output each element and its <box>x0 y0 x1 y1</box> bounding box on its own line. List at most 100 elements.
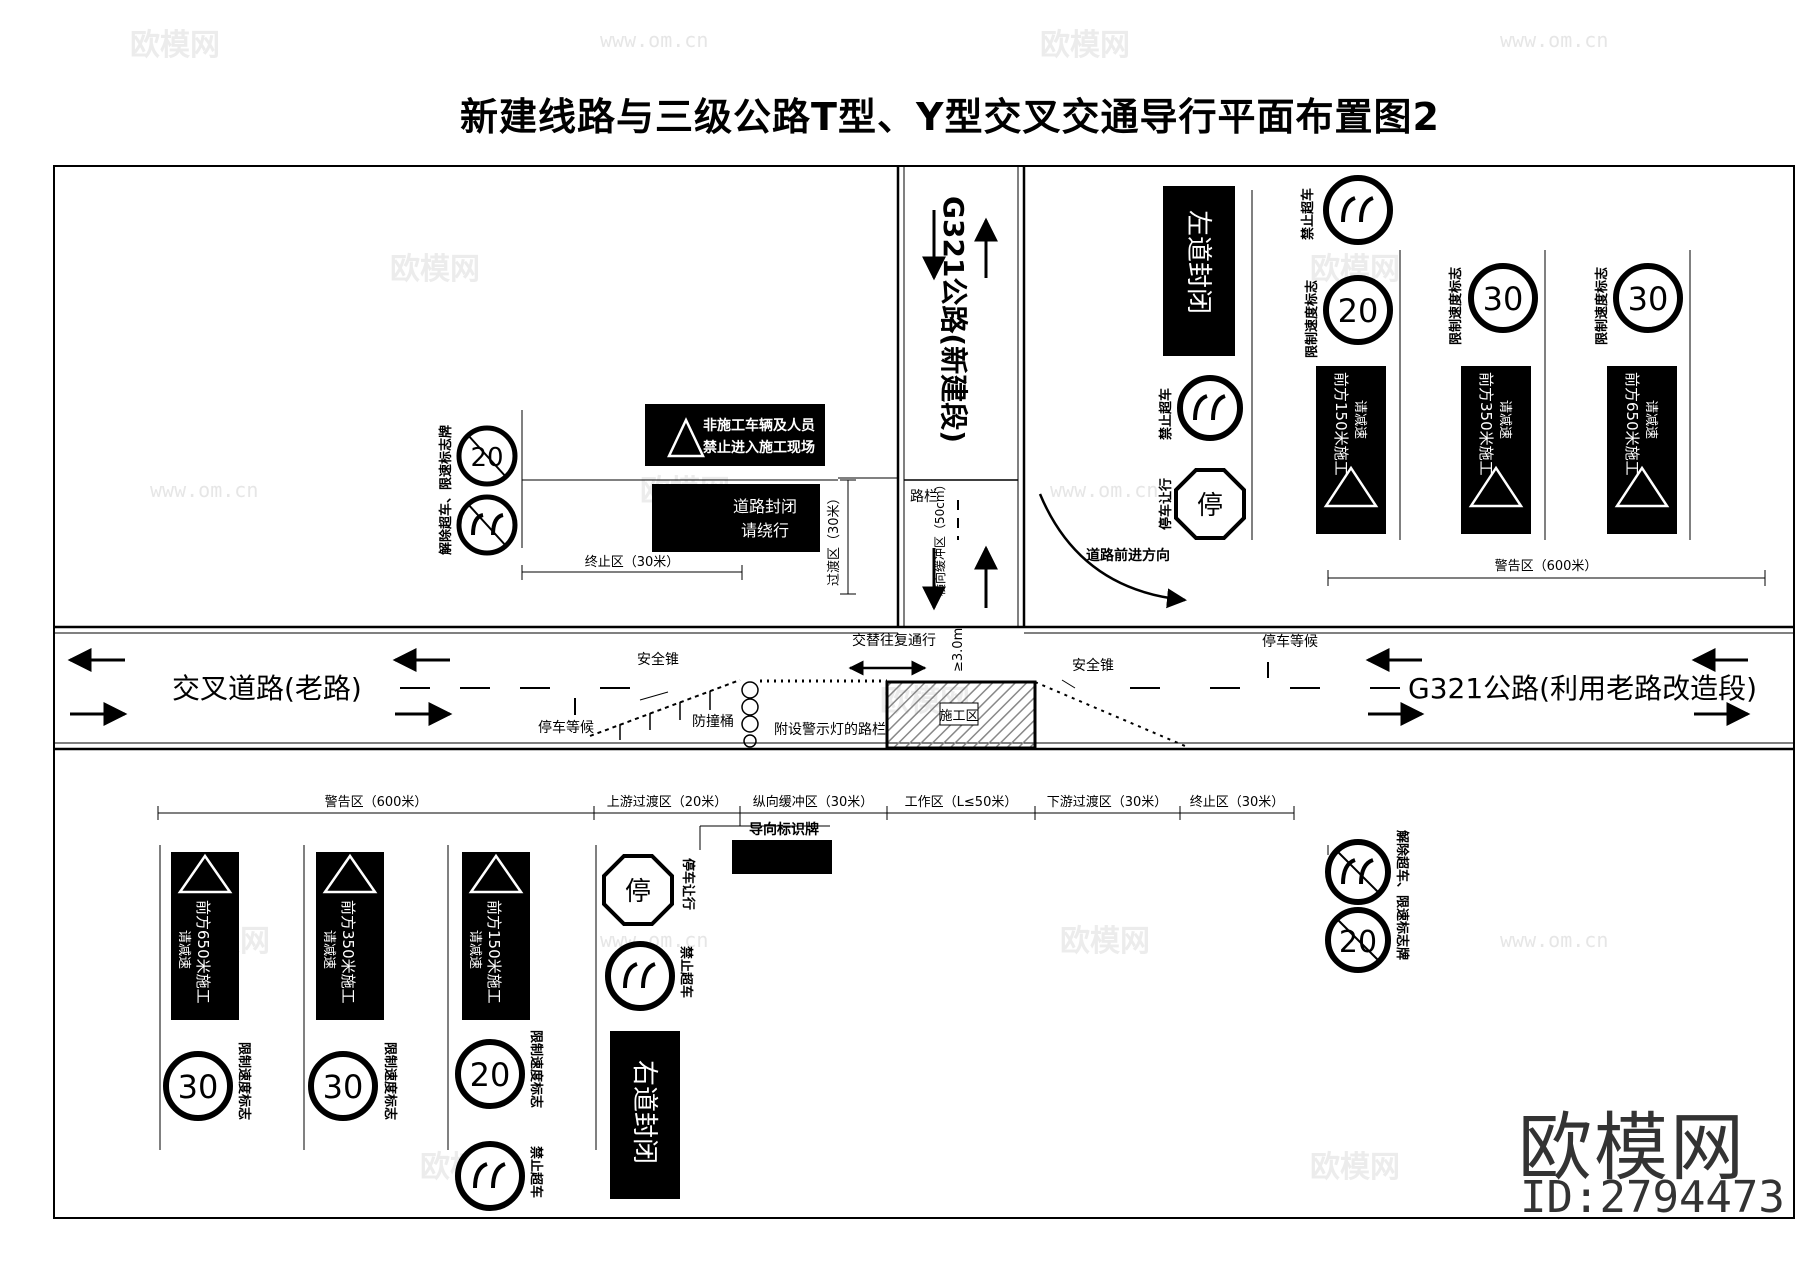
no-overtake-label: 禁止超车 <box>678 946 694 998</box>
watermark-brand: 欧模网 <box>1310 1150 1400 1185</box>
cone-taper-upstream <box>589 679 741 737</box>
top-dimension-lines <box>521 477 1766 595</box>
ahead-150-text: 前方150米施工 <box>485 900 503 1004</box>
speed-limit-label: 限制速度标志 <box>382 1042 398 1120</box>
slow-text: 请减速 <box>321 930 336 969</box>
brand-logo: 欧模网 <box>1518 1105 1746 1191</box>
ahead-350-text: 前方350米施工 <box>1477 372 1495 476</box>
ahead-650-sign <box>171 852 239 1020</box>
speed-limit-icon <box>308 1051 378 1121</box>
alternate-flow-label: 交替往复通行 <box>852 632 936 649</box>
speed-limit-icon <box>1468 263 1538 333</box>
top-termination-label: 终止区（30米） <box>585 554 680 570</box>
zone-long-buffer-label: 纵向缓冲区（30米） <box>753 794 874 810</box>
direction-arrow <box>1038 493 1187 609</box>
ahead-650-text: 前方650米施工 <box>1623 372 1641 476</box>
ahead-350-text: 前方350米施工 <box>339 900 357 1004</box>
speed-20-value: 20 <box>470 1056 511 1094</box>
speed-limit-label: 限制速度标志 <box>236 1042 252 1120</box>
zone-warning-label: 警告区（600米） <box>325 794 428 810</box>
watermark-brand: 欧模网 <box>1060 924 1150 959</box>
barrier-lights-label: 附设警示灯的路栏 <box>774 722 886 738</box>
no-overtake-label: 禁止超车 <box>528 1146 544 1198</box>
ahead-150-sign <box>462 852 530 1020</box>
watermark-url: www.om.cn <box>1050 478 1159 502</box>
road-closed-line1: 道路封闭 <box>733 497 797 516</box>
slow-text: 请减速 <box>1497 400 1512 439</box>
traffic-arrows <box>67 210 1751 726</box>
no-overtake-label: 禁止超车 <box>1300 188 1316 240</box>
lift-sign-label: 解除超车、限速标志牌 <box>438 425 454 556</box>
bottom-dimension-line <box>157 806 1295 820</box>
no-entry-line1: 非施工车辆及人员 <box>703 417 815 434</box>
stop-sign-char: 停 <box>625 877 651 907</box>
width-label: ≥3.0m <box>951 628 966 672</box>
speed-30-value: 30 <box>1483 280 1524 318</box>
no-overtake-icon <box>1177 375 1243 441</box>
watermark-url: www.om.cn <box>600 28 709 52</box>
lateral-buffer-label: 横向缓冲区（50cm） <box>932 478 947 596</box>
speed-limit-icon <box>1323 275 1393 345</box>
g321-old-label: G321公路(利用老路改造段) <box>1408 672 1757 705</box>
top-transition-label: 过渡区（30米） <box>826 491 842 586</box>
stop-yield-label: 停车让行 <box>680 858 696 910</box>
work-zone <box>885 680 1037 750</box>
no-overtake-icon <box>1323 175 1393 245</box>
speed-limit-label: 限制速度标志 <box>1594 267 1610 345</box>
zone-up-transition-label: 上游过渡区（20米） <box>607 794 728 810</box>
sign-posts <box>159 190 1691 1150</box>
speed-limit-label: 限制速度标志 <box>1304 280 1320 358</box>
top-warning-label: 警告区（600米） <box>1495 558 1598 574</box>
speed-limit-icon <box>455 1039 525 1109</box>
speed-30-value: 30 <box>1628 280 1669 318</box>
stop-yield-label: 停车让行 <box>1158 478 1174 530</box>
left-closed-sign <box>1163 186 1235 356</box>
slow-text: 请减速 <box>1643 400 1658 439</box>
ahead-350-sign <box>316 852 384 1020</box>
cone-taper-downstream <box>1034 681 1186 747</box>
right-closed-text: 右道封闭 <box>629 1060 659 1164</box>
safety-cone-label: 安全锥 <box>637 651 679 668</box>
watermark-brand: 欧模网 <box>1040 28 1130 63</box>
road-closed-line2: 请绕行 <box>741 521 789 540</box>
watermark-url: www.om.cn <box>150 478 259 502</box>
stop-sign-char: 停 <box>1197 491 1223 521</box>
speed-30-value: 30 <box>178 1068 219 1106</box>
guide-sign-label: 导向标识牌 <box>749 821 819 838</box>
slow-text: 请减速 <box>176 930 191 969</box>
stop-wait-label: 停车等候 <box>1262 633 1318 650</box>
ahead-650-text: 前方650米施工 <box>194 900 212 1004</box>
slow-text: 请减速 <box>1352 400 1367 439</box>
ahead-150-text: 前方150米施工 <box>1332 372 1350 476</box>
lift-sign-label: 解除超车、限速标志牌 <box>1394 829 1410 960</box>
no-overtake-label: 禁止超车 <box>1158 388 1174 440</box>
speed-20-value: 20 <box>1338 292 1379 330</box>
zone-down-transition-label: 下游过渡区（30米） <box>1047 794 1168 810</box>
crash-barrel-label: 防撞桶 <box>692 714 734 730</box>
stop-wait-label: 停车等候 <box>538 719 594 736</box>
no-overtake-icon <box>605 941 675 1011</box>
direction-label: 道路前进方向 <box>1086 547 1170 564</box>
speed-20-value: 20 <box>1339 925 1377 960</box>
work-zone-label: 施工区 <box>939 709 978 724</box>
drawing-frame <box>53 165 1795 1219</box>
stop-sign-icon <box>1174 468 1246 540</box>
zone-work-label: 工作区（L≤50米） <box>905 795 1018 810</box>
speed-30-value: 30 <box>323 1068 364 1106</box>
ahead-350-sign <box>1461 366 1531 534</box>
cone-posts <box>619 691 711 740</box>
page-title: 新建线路与三级公路T型、Y型交叉交通导行平面布置图2 <box>460 95 1440 139</box>
ahead-650-sign <box>1607 366 1677 534</box>
crash-barrels <box>741 681 759 748</box>
stop-sign-icon <box>602 854 674 926</box>
right-closed-sign <box>610 1031 680 1199</box>
road-barrier-label: 路栏 <box>910 489 938 505</box>
no-entry-line2: 禁止进入施工现场 <box>703 439 815 456</box>
watermark-brand: 欧模网 <box>390 252 480 287</box>
guide-sign <box>732 840 832 874</box>
speed-limit-label: 限制速度标志 <box>1448 267 1464 345</box>
no-overtake-icon <box>455 1141 525 1211</box>
asset-id: ID:2794473 <box>1520 1172 1785 1223</box>
left-closed-text: 左道封闭 <box>1183 210 1213 314</box>
